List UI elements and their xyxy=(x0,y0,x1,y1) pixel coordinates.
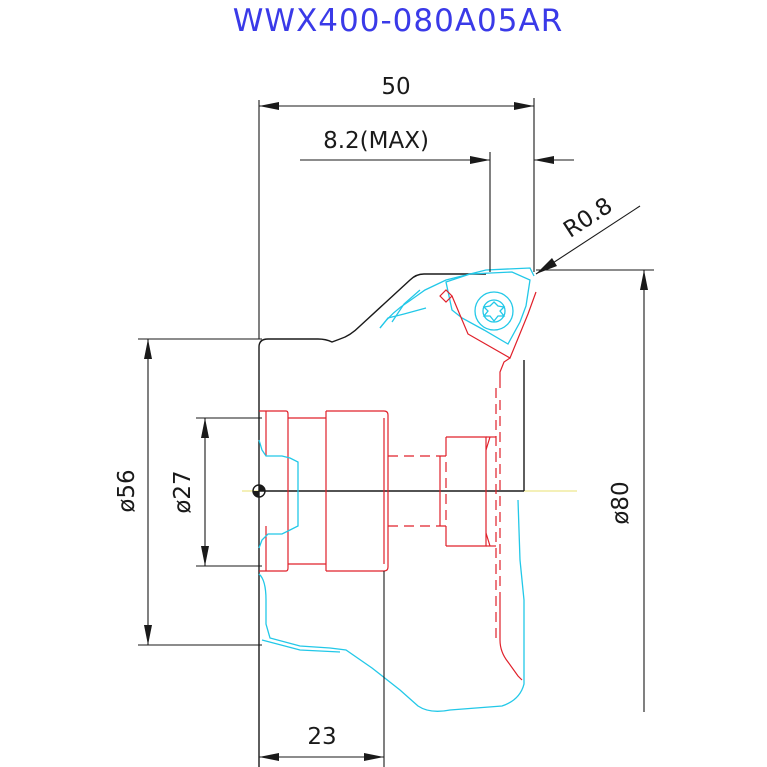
dim-width-50: 50 xyxy=(258,74,535,339)
insert-pocket xyxy=(379,267,537,388)
dim-dia-56-label: ø56 xyxy=(114,469,140,512)
dim-dia-27: ø27 xyxy=(170,417,262,567)
dim-dia-80: ø80 xyxy=(536,269,654,712)
dim-dia-27-label: ø27 xyxy=(170,470,196,513)
dim-dia-56: ø56 xyxy=(114,338,262,646)
dim-r0-8-label: R0.8 xyxy=(559,193,617,243)
dim-length-23: 23 xyxy=(259,571,385,767)
lower-profile xyxy=(258,439,525,712)
dim-corner-radius: R0.8 xyxy=(535,193,641,275)
dim-8-2-label: 8.2(MAX) xyxy=(323,128,429,154)
dim-50-label: 50 xyxy=(381,74,410,100)
dim-23-label: 23 xyxy=(307,724,336,750)
dim-dia-80-label: ø80 xyxy=(608,481,634,524)
dim-depth-max: 8.2(MAX) xyxy=(300,128,574,272)
hidden-bore xyxy=(259,388,523,681)
drawing-title: WWX400-080A05AR xyxy=(233,3,563,39)
body-outline xyxy=(252,273,525,767)
